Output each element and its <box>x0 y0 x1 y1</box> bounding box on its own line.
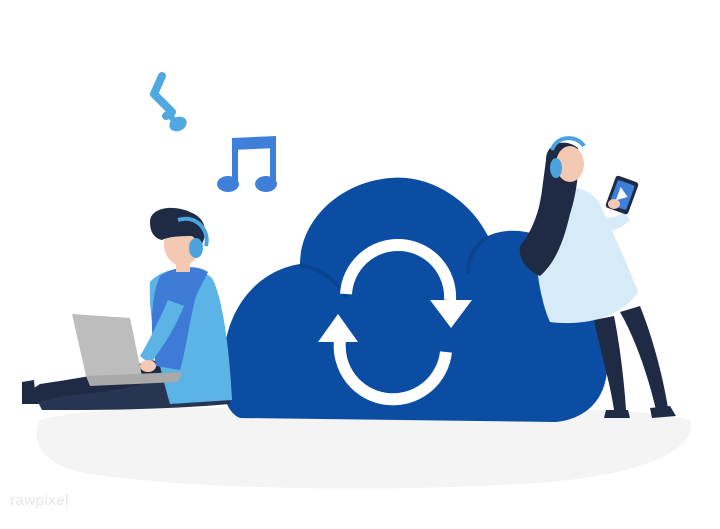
watermark: rawpixel <box>10 492 70 509</box>
beamed-notes-stem-right <box>270 138 276 182</box>
play-icon <box>615 187 628 201</box>
beamed-notes-stem-left <box>232 140 238 182</box>
man-hand <box>140 360 156 372</box>
man-with-laptop <box>22 207 232 410</box>
beamed-notes-head-left <box>217 176 239 192</box>
sync-arrows-icon <box>318 238 472 406</box>
beamed-notes-head-right <box>255 176 277 192</box>
sync-arrow-top <box>340 238 457 301</box>
woman-leg-left <box>594 316 626 410</box>
sync-arrowhead-bottom <box>318 314 358 342</box>
woman-face <box>556 146 584 182</box>
man-headphones-band <box>177 216 209 247</box>
laptop-screen <box>72 314 142 376</box>
sync-arrow-bottom <box>333 339 452 406</box>
man-scarf <box>151 267 208 370</box>
woman-headphones-cup <box>550 158 562 178</box>
beamed-notes-icon <box>217 136 277 192</box>
woman-headphones-band <box>550 136 586 151</box>
beamed-notes-beam <box>232 136 276 150</box>
woman-with-phone <box>519 136 676 418</box>
woman-shoe-right <box>650 406 676 418</box>
eighth-note-flag <box>150 72 176 120</box>
eighth-note-icon <box>150 72 187 132</box>
man-headphones-cup <box>189 238 203 258</box>
laptop-base <box>86 372 182 386</box>
woman-hand <box>608 199 620 209</box>
sync-arrowhead-top <box>430 300 472 328</box>
cloud-lobe-line <box>466 236 488 274</box>
cloud-sync-icon <box>221 177 608 422</box>
woman-arm <box>584 212 630 233</box>
man-shoe <box>22 380 36 404</box>
ground-shadow <box>36 407 692 489</box>
man-arm <box>140 300 184 364</box>
phone-icon <box>605 175 639 215</box>
woman-shoe-left <box>604 410 630 418</box>
man-hair <box>150 207 206 244</box>
cloud-shape <box>221 177 608 422</box>
eighth-note-stem <box>165 111 179 125</box>
woman-leg-right <box>620 306 668 410</box>
